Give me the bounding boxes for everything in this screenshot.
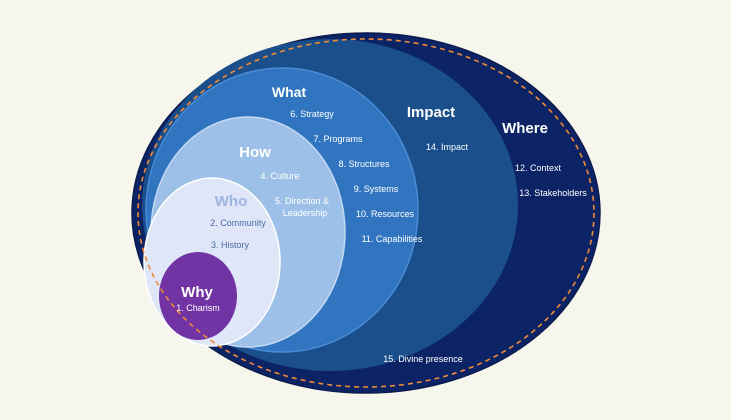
where-title: Where <box>502 120 548 137</box>
how-item: 4. Culture <box>260 171 299 181</box>
why-title: Why <box>181 284 213 301</box>
what-item: 8. Structures <box>338 159 390 169</box>
impact-item: 14. Impact <box>426 142 469 152</box>
who-item: 3. History <box>211 240 250 250</box>
where-item: 13. Stakeholders <box>519 188 587 198</box>
what-title: What <box>272 84 307 100</box>
who-item: 2. Community <box>210 218 266 228</box>
what-item: 7. Programs <box>313 134 363 144</box>
dashed-outline <box>137 38 595 388</box>
how-item: 5. Direction & <box>275 196 329 206</box>
what-item: 10. Resources <box>356 209 415 219</box>
how-item: Leadership <box>283 208 328 218</box>
where-item: 12. Context <box>515 163 562 173</box>
why-item: 1. Charism <box>176 303 220 313</box>
why-ellipse <box>159 252 237 340</box>
what-item: 9. Systems <box>354 184 399 194</box>
what-item: 6. Strategy <box>290 109 334 119</box>
what-item: 11. Capabilities <box>362 234 423 244</box>
impact-title: Impact <box>407 104 455 121</box>
who-title: Who <box>215 193 247 210</box>
divine-presence-label: 15. Divine presence <box>383 354 463 364</box>
how-title: How <box>239 144 271 161</box>
